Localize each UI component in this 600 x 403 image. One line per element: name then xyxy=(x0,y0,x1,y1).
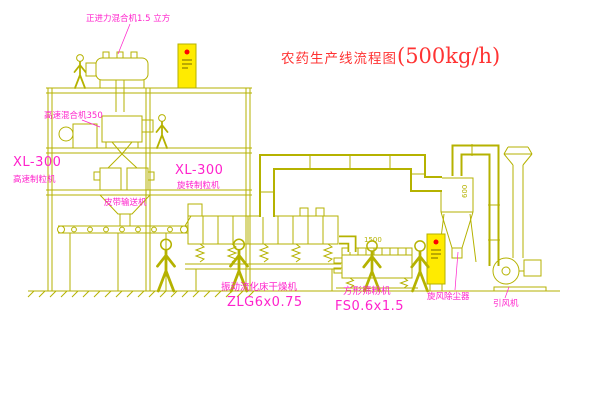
worker-figure xyxy=(73,53,87,89)
worker-figure xyxy=(155,113,169,149)
label-dryer-model: ZLG6x0.75 xyxy=(227,295,303,310)
label-sieve-name: 方形筛粉机 xyxy=(343,286,391,297)
high-speed-mixer xyxy=(101,115,154,169)
dimension-600: 600 xyxy=(461,185,469,198)
label-leader-lines xyxy=(81,23,510,299)
fluid-bed-dryer-machine xyxy=(185,203,341,291)
label-granulator-mid-model: XL-300 xyxy=(175,163,224,178)
plow-mixer xyxy=(85,51,149,112)
discharge-hopper xyxy=(98,194,152,226)
ground-line xyxy=(27,290,560,298)
induced-draft-fan-machine xyxy=(492,257,547,292)
label-granulator-left-model: XL-300 xyxy=(13,155,62,170)
title-capacity: (500kg/h) xyxy=(397,44,501,68)
label-sieve-model: FS0.6x1.5 xyxy=(335,299,405,314)
title-text: 农药生产线流程图 xyxy=(281,51,397,67)
exhaust-duct-main xyxy=(259,154,442,217)
exhaust-stack xyxy=(503,146,533,258)
worker-figure xyxy=(410,239,430,293)
control-panel-top xyxy=(177,43,197,89)
diagram-title: 农药生产线流程图(500kg/h) xyxy=(281,44,500,68)
granulator-right xyxy=(126,167,155,191)
exhaust-duct-fan xyxy=(451,144,500,266)
label-top-mixer: 正进力混合机1.5 立方 xyxy=(86,14,171,24)
label-fan-name: 引风机 xyxy=(493,299,519,309)
label-granulator-mid-name: 旋转制粒机 xyxy=(177,181,220,191)
granulator-left xyxy=(93,167,122,191)
label-cyclone-name: 旋风除尘器 xyxy=(427,292,470,302)
label-high-speed-mixer: 高速混合机350 xyxy=(44,111,103,121)
label-granulator-left-name: 高速制粒机 xyxy=(13,175,56,185)
label-belt-conveyor: 皮带输送机 xyxy=(104,198,147,208)
belt-conveyor-machine xyxy=(57,215,192,291)
label-dryer-name: 振动流化床干燥机 xyxy=(221,282,298,293)
dimension-1500: 1500 xyxy=(364,236,382,244)
side-machine xyxy=(58,123,98,149)
control-panel-bottom xyxy=(426,233,446,291)
sieve-feed-duct xyxy=(339,235,357,252)
